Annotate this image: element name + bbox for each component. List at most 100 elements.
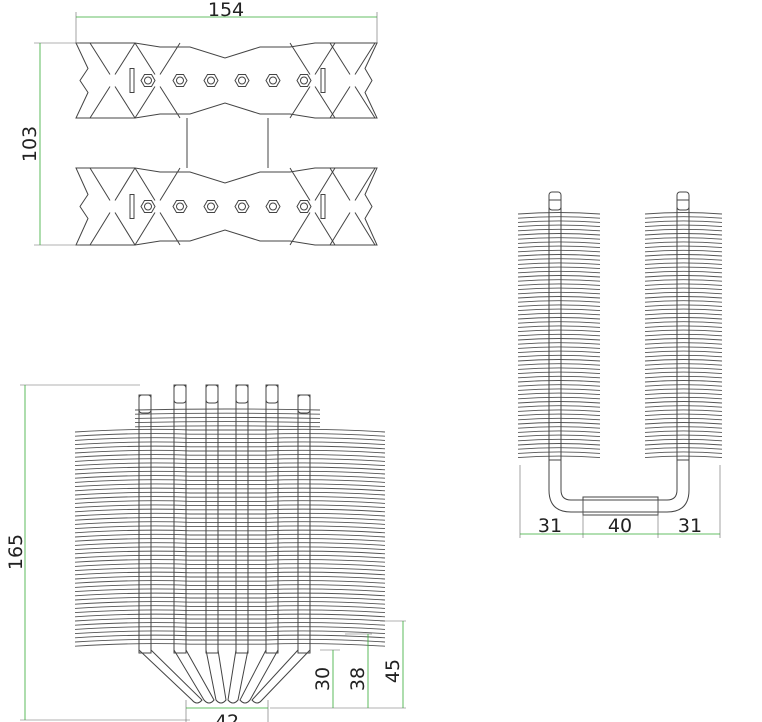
fin — [74, 617, 386, 622]
fin — [517, 430, 601, 433]
dimension-label-45: 45 — [382, 659, 404, 683]
fin — [517, 224, 601, 228]
heatpipe-bend — [251, 649, 311, 704]
side-fin-stack-1 — [517, 191, 601, 461]
heatpipe-end — [238, 202, 246, 211]
fin — [644, 317, 723, 320]
fin — [517, 363, 601, 366]
fin — [74, 546, 386, 551]
fin — [74, 483, 386, 488]
fin — [644, 228, 723, 232]
heatpipe — [235, 384, 249, 654]
fin — [644, 279, 723, 282]
heatpipe-end — [144, 76, 152, 85]
fin — [74, 563, 386, 567]
fin — [517, 258, 601, 261]
fin — [74, 605, 386, 609]
fin — [74, 630, 386, 635]
fin — [644, 266, 723, 270]
fin — [644, 455, 723, 459]
u-bend-pipe — [548, 460, 690, 513]
fin — [517, 304, 601, 307]
fin — [134, 416, 321, 419]
fin — [517, 388, 601, 391]
fin — [644, 396, 723, 400]
top-view-2 — [75, 167, 378, 246]
fin — [74, 634, 386, 639]
fin — [517, 220, 601, 223]
fin — [517, 241, 601, 244]
fin — [644, 409, 723, 412]
fin — [74, 437, 386, 441]
fin — [644, 384, 723, 387]
fin — [134, 412, 321, 415]
fin-edge-line — [329, 42, 376, 119]
top-view-1 — [75, 42, 378, 119]
clip-bracket — [320, 194, 326, 219]
fin — [644, 380, 723, 383]
heatpipe-end — [269, 76, 277, 85]
fin — [644, 291, 723, 295]
heatpipe-nut — [172, 200, 188, 213]
fin — [517, 417, 601, 421]
fin — [644, 405, 723, 408]
heatpipe-cap — [173, 384, 187, 404]
side-fin-stack-2 — [644, 191, 723, 461]
heatpipe-end — [300, 202, 308, 211]
fin — [644, 262, 723, 265]
fin — [644, 325, 723, 328]
fin — [644, 220, 723, 223]
front-fin-stack — [74, 408, 386, 647]
dimension-label-40: 40 — [608, 515, 632, 537]
fin — [74, 559, 386, 563]
fin — [74, 584, 386, 588]
heatpipe-nut — [265, 200, 281, 213]
fin — [74, 533, 386, 538]
fin — [517, 296, 601, 299]
heatpipe — [676, 199, 690, 461]
fin — [644, 329, 723, 333]
heatpipe-cap — [676, 191, 690, 211]
dimension-label-165: 165 — [5, 534, 27, 570]
fin — [644, 308, 723, 312]
fin — [517, 405, 601, 408]
fin — [517, 228, 601, 232]
heatpipe-nut — [203, 200, 219, 213]
fin — [644, 258, 723, 261]
fin — [644, 333, 723, 337]
heatpipe-end — [176, 202, 184, 211]
fin — [644, 338, 723, 341]
fin — [644, 283, 723, 286]
heatpipe — [173, 384, 187, 654]
fin — [644, 296, 723, 299]
fin — [74, 525, 386, 530]
fin — [644, 254, 723, 257]
fin-edge-line — [329, 167, 376, 246]
fin — [644, 422, 723, 425]
fin — [74, 609, 386, 614]
fin — [644, 270, 723, 274]
heatpipe-end — [207, 202, 215, 211]
fin — [517, 312, 601, 316]
fin — [74, 512, 386, 517]
fin — [517, 447, 601, 450]
fin-stack-outline — [75, 167, 378, 246]
heatpipe — [548, 199, 562, 461]
fin — [517, 443, 601, 446]
heatpipe-end — [176, 76, 184, 85]
heatpipe-cap — [138, 394, 152, 414]
clip-bracket — [320, 68, 326, 93]
fin — [74, 580, 386, 584]
side-view-group — [517, 191, 723, 516]
fin — [644, 375, 723, 379]
fin — [74, 529, 386, 534]
clip-bracket — [129, 194, 135, 219]
fin — [74, 592, 386, 597]
fin — [74, 441, 386, 446]
fin — [74, 521, 386, 525]
fin — [517, 346, 601, 349]
top-view-group — [75, 42, 378, 246]
fin — [134, 425, 321, 428]
fin — [644, 359, 723, 362]
fin — [644, 367, 723, 370]
